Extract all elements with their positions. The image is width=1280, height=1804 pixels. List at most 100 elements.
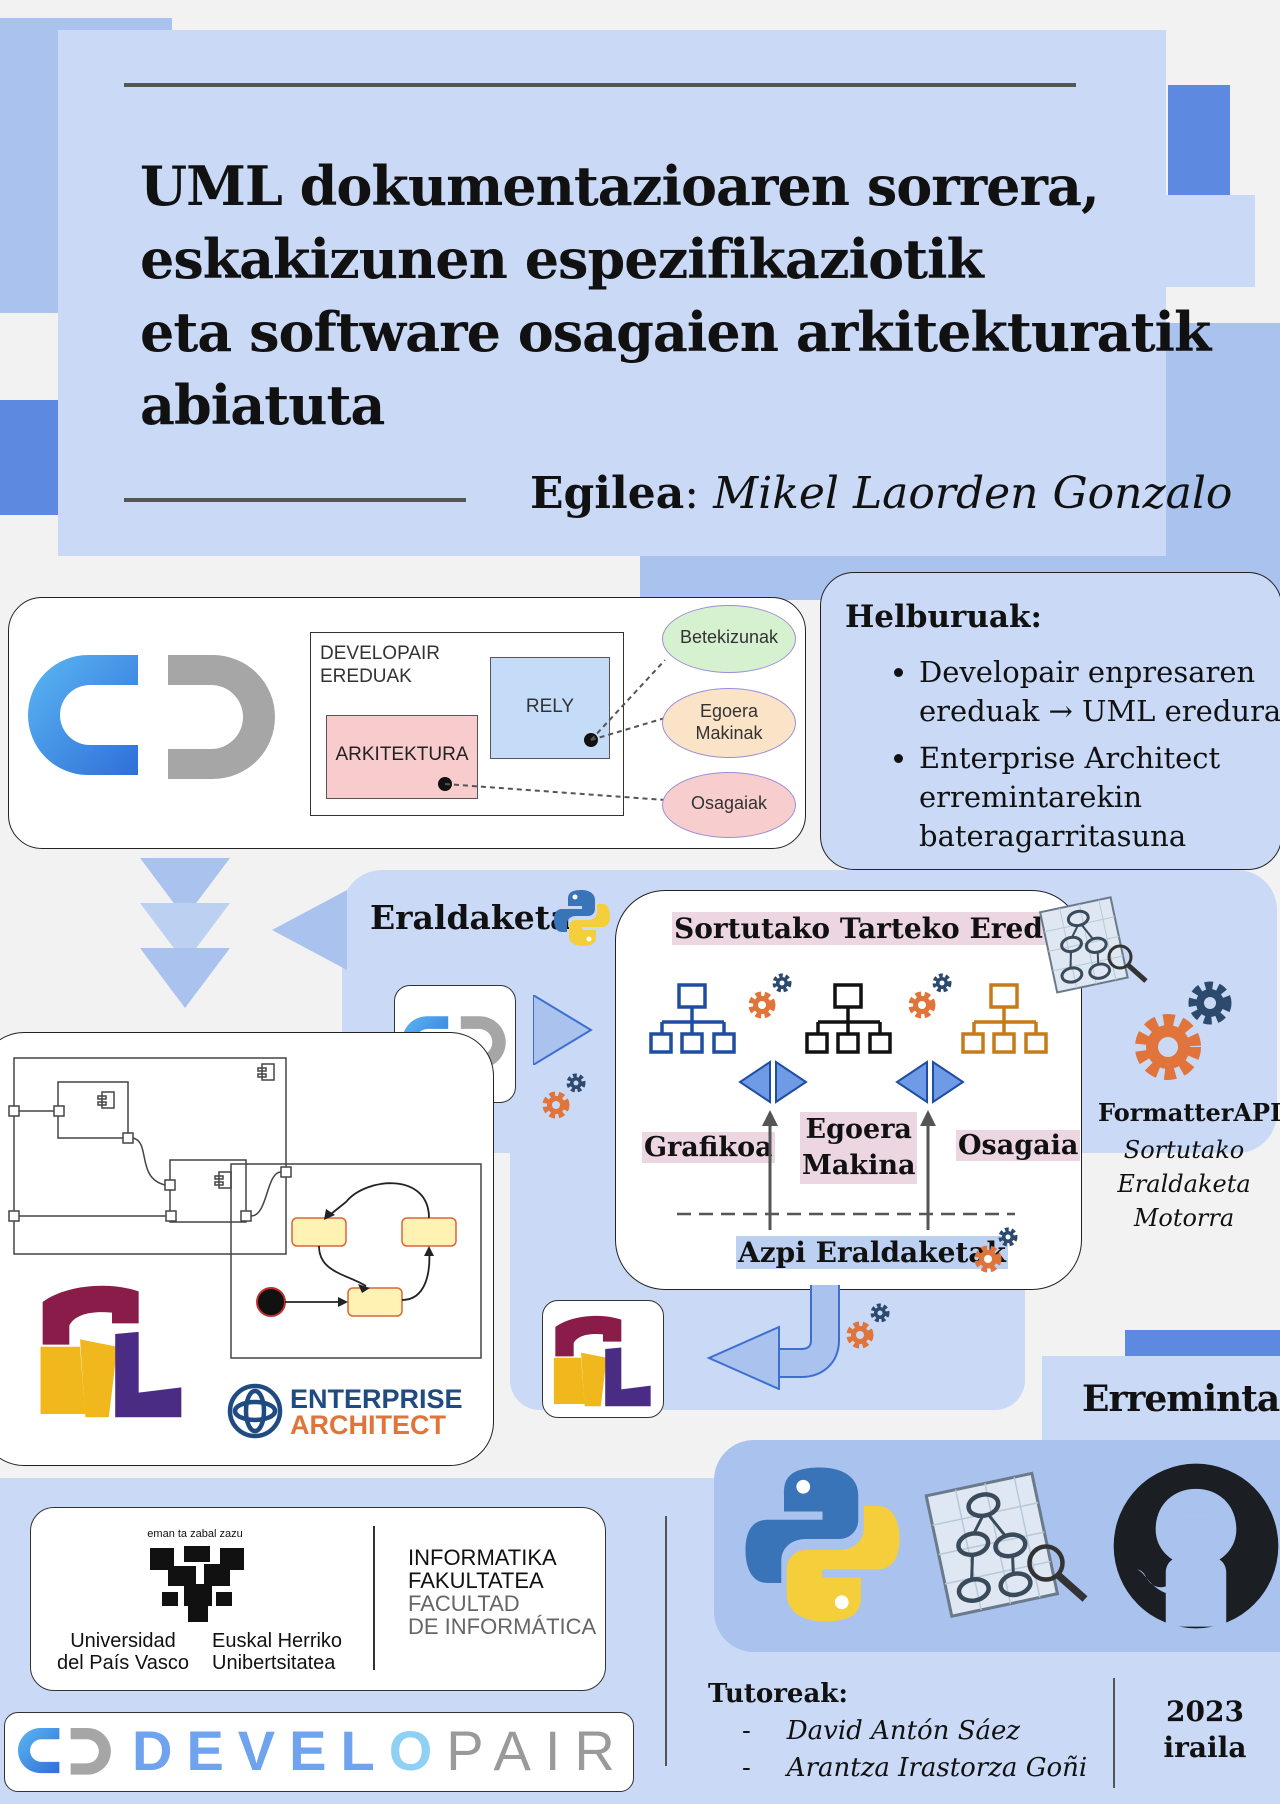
arkitektura-label: ARKITEKTURA bbox=[335, 744, 469, 765]
formatter-desc-line: Eraldaketa bbox=[1117, 1170, 1251, 1198]
formatter-name: FormatterAPI bbox=[1098, 1098, 1280, 1127]
egoera-makina-line: Makina bbox=[802, 1150, 916, 1181]
faculty-name: INFORMATIKA FAKULTATEA FACULTAD DE INFOR… bbox=[408, 1546, 596, 1638]
egoera-makina-line: Egoera bbox=[805, 1114, 912, 1145]
divider bbox=[124, 83, 1076, 87]
tutor-item: - Arantza Irastorza Goñi bbox=[708, 1750, 1087, 1787]
goal-line: ereduak → UML eredura bbox=[919, 694, 1280, 728]
uml-icon bbox=[40, 1285, 182, 1418]
tutors-heading: Tutoreak: bbox=[708, 1679, 848, 1709]
wordmark-part: O bbox=[388, 1719, 447, 1782]
faculty-line: FAKULTATEA bbox=[408, 1568, 544, 1593]
university-name-es: Universidad del País Vasco bbox=[38, 1630, 208, 1674]
python-icon bbox=[745, 1467, 900, 1622]
title-line: UML dokumentazioaren sorrera, bbox=[140, 154, 1100, 218]
author-label: Egilea bbox=[530, 468, 685, 519]
enterprise-architect-icon bbox=[227, 1383, 283, 1439]
title-line: eta software osagaien arkitekturatik bbox=[140, 300, 1211, 364]
uml-icon bbox=[553, 1315, 651, 1407]
faculty-line: DE INFORMÁTICA bbox=[408, 1614, 597, 1639]
divider bbox=[1113, 1678, 1115, 1788]
formatter-block: FormatterAPI Sortutako Eraldaketa Motorr… bbox=[1098, 1098, 1280, 1235]
uni-line: del País Vasco bbox=[57, 1652, 189, 1674]
egoera-label-line: Egoera bbox=[699, 701, 759, 721]
arkitektura-box: ARKITEKTURA bbox=[326, 715, 478, 799]
tutor-dash: - bbox=[742, 1716, 751, 1746]
title-line: eskakizunen espezifikaziotik bbox=[140, 227, 984, 291]
author-name: Mikel Laorden Gonzalo bbox=[713, 468, 1233, 519]
betekizunak-ellipse: Betekizunak bbox=[662, 605, 796, 673]
developair-logo-icon bbox=[18, 1728, 111, 1775]
gear-icon bbox=[974, 1227, 1018, 1273]
university-card bbox=[30, 1507, 606, 1691]
rely-label: RELY bbox=[525, 696, 575, 717]
goals-list: Developair enpresaren ereduak → UML eredu… bbox=[841, 653, 1280, 864]
deco-block bbox=[1125, 1330, 1280, 1358]
eraldaketa-label: Eraldaketa bbox=[370, 898, 572, 937]
tutor-dash: - bbox=[742, 1753, 751, 1783]
box-title: DEVELOPAIR EREDUAK bbox=[320, 642, 440, 688]
gear-icon bbox=[846, 1303, 890, 1349]
title-line: abiatuta bbox=[140, 373, 385, 437]
gear-icon bbox=[1135, 981, 1232, 1080]
divider bbox=[665, 1516, 667, 1766]
tools-heading: Erremintak bbox=[1082, 1378, 1280, 1420]
developair-wordmark: DEVELOPAIR bbox=[132, 1718, 629, 1783]
org-chart-icon bbox=[649, 983, 736, 1054]
author-sep: : bbox=[684, 468, 700, 519]
tutor-name: David Antón Sáez bbox=[786, 1716, 1021, 1746]
faculty-line: FACULTAD bbox=[408, 1591, 520, 1616]
goals-card: Helburuak: Developair enpresaren ereduak … bbox=[820, 572, 1280, 870]
formatter-desc: Sortutako Eraldaketa Motorra bbox=[1098, 1133, 1270, 1235]
tutors-block: Tutoreak: - David Antón Sáez - Arantza Ira… bbox=[708, 1676, 1087, 1787]
python-icon bbox=[554, 890, 610, 946]
gear-icon bbox=[542, 1073, 586, 1119]
org-chart-icon bbox=[961, 983, 1048, 1054]
models-title: Sortutako Tarteko Ereduak bbox=[672, 912, 1103, 945]
university-motto: eman ta zabal zazu bbox=[147, 1528, 243, 1540]
down-chevrons-icon bbox=[140, 858, 230, 1008]
bidirectional-arrow-icon bbox=[895, 1060, 965, 1104]
formatter-desc-line: Sortutako bbox=[1123, 1136, 1245, 1164]
bidirectional-arrow-icon bbox=[738, 1060, 808, 1104]
goal-line: Developair enpresaren bbox=[919, 655, 1256, 689]
ea-line: ENTERPRISE bbox=[290, 1384, 463, 1414]
faculty-line: INFORMATIKA bbox=[408, 1545, 557, 1570]
tutor-name: Arantza Irastorza Goñi bbox=[786, 1753, 1088, 1783]
azpi-eraldaketak-label: Azpi Eraldaketak bbox=[736, 1236, 1008, 1269]
goals-heading: Helburuak: bbox=[845, 599, 1042, 635]
page-title: UML dokumentazioaren sorrera, eskakizune… bbox=[140, 150, 1211, 442]
divider bbox=[124, 498, 466, 502]
graphviz-icon bbox=[1038, 896, 1148, 994]
left-arrow-icon bbox=[272, 890, 347, 970]
goal-item: Enterprise Architecterremintarekinbatera… bbox=[919, 739, 1280, 856]
date-block: 2023 iraila bbox=[1140, 1694, 1270, 1766]
box-title-line: EREDUAK bbox=[320, 666, 412, 687]
ea-line: ARCHITECT bbox=[290, 1410, 446, 1440]
betekizunak-label: Betekizunak bbox=[679, 627, 779, 647]
return-arrow-icon bbox=[706, 1285, 840, 1390]
goal-line: Enterprise Architect bbox=[919, 741, 1221, 775]
wordmark-part: DEVEL bbox=[132, 1719, 389, 1782]
date-month: iraila bbox=[1163, 1731, 1247, 1764]
graphviz-icon bbox=[924, 1471, 1088, 1618]
uni-line: Euskal Herriko bbox=[212, 1630, 343, 1652]
box-title-line: DEVELOPAIR bbox=[320, 643, 441, 664]
developair-logo-icon bbox=[28, 655, 275, 779]
gear-icon bbox=[748, 973, 792, 1019]
github-icon bbox=[1113, 1463, 1279, 1629]
right-arrow-icon bbox=[533, 995, 593, 1065]
sub-transform-arrows bbox=[677, 1110, 1015, 1230]
egoera-label-line: Makinak bbox=[695, 723, 763, 743]
goal-item: Developair enpresaren ereduak → UML eredu… bbox=[919, 653, 1280, 731]
gear-icon bbox=[908, 973, 952, 1019]
osagaiak-ellipse: Osagaiak bbox=[662, 772, 796, 838]
egoera-makina-label: Egoera Makina bbox=[800, 1112, 918, 1184]
upv-logo-icon bbox=[150, 1546, 244, 1622]
tools-heading-tab bbox=[1042, 1356, 1280, 1440]
uni-line: Universidad bbox=[70, 1630, 176, 1652]
diagram-connectors bbox=[438, 659, 666, 801]
tutor-item: - David Antón Sáez bbox=[708, 1713, 1087, 1750]
